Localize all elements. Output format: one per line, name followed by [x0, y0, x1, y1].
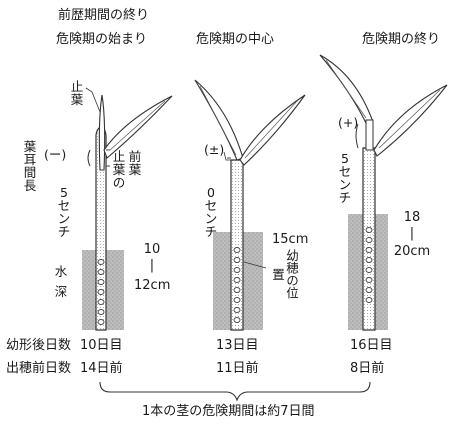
- side-leaf-3: [373, 84, 448, 157]
- flag-leaf-auricle-label: 止葉の: [112, 149, 126, 190]
- panicle-2: [233, 247, 241, 323]
- stage-2-title: 危険期の中心: [196, 32, 275, 47]
- panicle-position-label: 幼穂の位置: [270, 249, 299, 299]
- stage-1-depth-line-2: |: [149, 258, 155, 273]
- stem-2: [230, 159, 244, 331]
- auricle-distance-label: 葉耳間長: [23, 139, 37, 193]
- stage-2-auricle-value: 0センチ: [204, 185, 218, 239]
- stage-3-depth-line-1: 18: [403, 210, 421, 225]
- panicle-3: [365, 227, 373, 303]
- flag-leaf-label: 止葉: [70, 79, 84, 107]
- stage-3-plant: [319, 54, 448, 331]
- stage-1-after-transplant: 10日目: [80, 338, 123, 353]
- stage-3-depth-line-2: |: [409, 226, 415, 241]
- stage-2-before-heading: 11日前: [216, 361, 259, 376]
- stage-1-before-heading: 14日前: [80, 361, 123, 376]
- flag-leaf-before-label: 前葉: [128, 149, 142, 177]
- stage-1-depth-line-1: 10: [143, 242, 161, 257]
- stage-2-depth: 15cm: [272, 232, 309, 247]
- side-leaf-1: [103, 95, 173, 159]
- water-depth-label: 水深: [54, 264, 68, 299]
- before-heading-row-label: 出穂前日数: [6, 361, 72, 376]
- stage-3-auricle-bracket: (+): [338, 115, 359, 130]
- panicle-1: [97, 259, 105, 325]
- side-leaf-2: [239, 94, 306, 166]
- stage-1-depth-line-3: 12cm: [134, 278, 171, 293]
- flag-leaf-3: [319, 54, 374, 126]
- period-brace: [99, 381, 371, 402]
- stage-1-plant: [82, 87, 173, 331]
- stage-1-title-line-1: 前歴期間の終り: [58, 8, 150, 23]
- flag-leaf-1: [98, 94, 106, 171]
- stage-3-auricle-value: 5センチ: [338, 151, 352, 205]
- stage-2-auricle-bracket: (±): [204, 142, 225, 157]
- stage-1-title-line-2: 危険期の始まり: [56, 32, 148, 47]
- stage-1-auricle-bracket: (ー): [44, 147, 67, 162]
- stage-2-plant: [194, 79, 306, 331]
- stage-3-depth-line-3: 20cm: [393, 244, 431, 259]
- after-transplant-row-label: 幼形後日数: [6, 338, 72, 353]
- stage-2-after-transplant: 13日目: [216, 338, 259, 353]
- stage-1-auricle-value: 5センチ: [57, 185, 71, 239]
- stage-3-after-transplant: 16日目: [350, 338, 393, 353]
- stage-3-before-heading: 8日前: [350, 361, 385, 376]
- stage-3-title: 危険期の終り: [362, 32, 441, 47]
- period-footer: 1本の茎の危険期間は約7日間: [142, 404, 315, 419]
